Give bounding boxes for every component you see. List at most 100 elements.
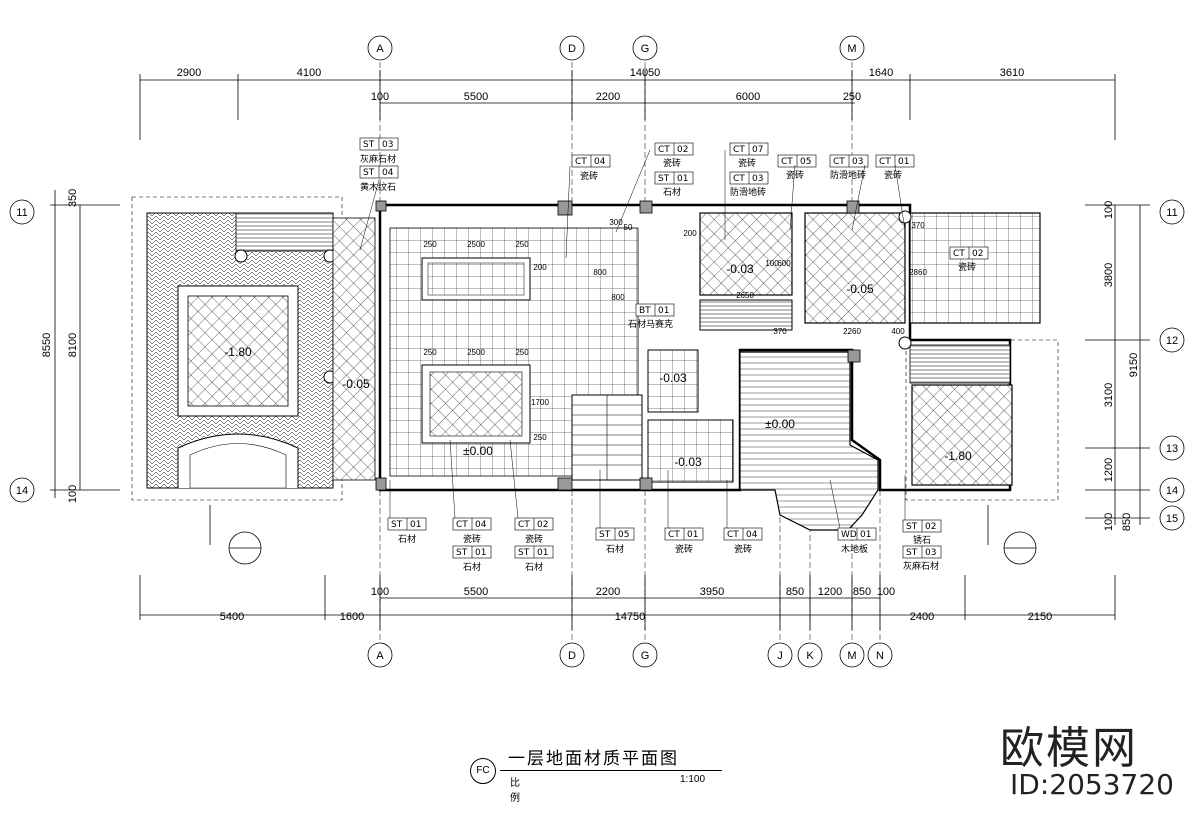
grid-bottom-6: N [876,650,884,662]
tag-top-11-code: BT [639,306,651,316]
tag-bottom-6-num: 01 [687,530,698,540]
bath-room-1 [699,212,793,296]
tag-top-0-num: 03 [382,140,393,150]
tag-top-5-num: 07 [752,145,763,155]
tag-top-2-text: 瓷砖 [580,170,598,182]
inner-dimension-texts: 250 2500 250 800 800 250 2500 250 200 17… [423,218,927,442]
tag-bottom-8-text: 木地板 [841,543,868,555]
wood-floor-room [739,351,879,531]
leader-lines [359,149,906,529]
tag-top-6-num: 03 [752,174,763,184]
inner-dim-7: 250 [515,348,529,357]
grid-left-1: 14 [16,485,28,497]
tag-top-9-code: CT [879,157,891,167]
wc-room [647,349,699,413]
tag-top-4-text: 石材 [663,186,681,198]
tag-bottom-3-num: 02 [537,520,548,530]
tag-top-7-code: CT [781,157,793,167]
dim-bottom-inner-0: 100 [371,586,389,598]
tag-top-8-code: CT [833,157,845,167]
grid-bubbles [9,35,1185,668]
tag-bottom-8-code: WD [841,530,857,540]
inner-dim-2: 250 [515,240,529,249]
left-dimension-lines [50,190,120,498]
grid-right-4: 15 [1166,513,1178,525]
dim-right-0: 100 [1103,201,1115,219]
tag-bottom-9-num: 02 [925,522,936,532]
tag-top-4-num: 01 [677,174,688,184]
grid-bottom-2: G [641,650,650,662]
tag-top-2-code: CT [575,157,587,167]
dim-left-3: 100 [67,485,79,503]
tag-top-9-num: 01 [898,157,909,167]
top-dimension-lines [139,70,1116,140]
floor-level-marks: -1.80 -0.05 ±0.00 -0.03 -0.05 -0.03 -0.0… [224,262,972,469]
tag-bottom-10-code: ST [906,548,918,558]
inner-dim-11: 2650 [736,291,754,300]
level-8: -1.80 [944,449,972,463]
top-dimension-texts: 2900 4100 14050 1640 3610 100 5500 2200 … [177,67,1024,103]
dim-bottom-inner-1: 5500 [464,586,488,598]
dim-left-2: 8100 [67,333,79,357]
inner-dim-6: 2500 [467,348,485,357]
dim-top-inner-3: 6000 [736,91,760,103]
tag-top-5-code: CT [733,145,745,155]
tag-top-8-num: 03 [852,157,863,167]
level-2: ±0.00 [463,444,493,458]
dim-bottom-inner-6: 850 [853,586,871,598]
grid-bottom-1: D [568,650,576,662]
corridor-strip [332,217,376,481]
inner-dim-20: 300 [609,218,623,227]
tag-bottom-5-code: ST [599,530,611,540]
bottom-dimension-texts: 100 5500 2200 3950 850 1200 850 100 5400… [220,586,1052,623]
tag-top-9-text: 瓷砖 [884,169,902,181]
dim-bottom-inner-4: 850 [786,586,804,598]
dim-top-outer-4: 3610 [1000,67,1024,79]
tag-top-7-num: 05 [800,157,811,167]
dim-top-inner-2: 2200 [596,91,620,103]
title-underline [500,770,722,771]
dim-top-inner-1: 5500 [464,91,488,103]
drawing-symbol: FC [470,758,496,784]
dim-left-0: 350 [67,189,79,207]
drawing-title: 一层地面材质平面图 [508,749,679,769]
tag-top-10-num: 02 [972,249,983,259]
tag-bottom-6-text: 瓷砖 [675,543,693,555]
dim-right-4: 1200 [1103,458,1115,482]
tag-top-1-num: 04 [382,168,394,178]
dim-right-1: 3800 [1103,263,1115,287]
tag-bottom-4-num: 01 [537,548,548,558]
tag-bottom-0-code: ST [391,520,403,530]
tag-bottom-3-code: CT [518,520,530,530]
tag-top-8-text: 防滑地砖 [830,169,866,181]
dim-bottom-outer-0: 5400 [220,611,244,623]
inner-dim-1: 2500 [467,240,485,249]
inner-dim-12: 2260 [843,327,861,336]
grid-bottom-5: M [847,650,856,662]
tag-top-10-text: 瓷砖 [958,261,976,273]
right-balcony [909,212,1041,324]
section-marker-right [987,505,1037,565]
left-terrace [131,196,343,501]
dim-right-5: 100 [1103,513,1115,531]
right-dimension-texts: 100 3800 9150 3100 1200 100 850 [1103,201,1140,531]
dim-bottom-outer-4: 2150 [1028,611,1052,623]
tag-bottom-2-text: 石材 [463,561,481,573]
tag-top-4-code: ST [658,174,670,184]
grid-bottom-4: K [806,650,814,662]
tag-bottom-1-code: CT [456,520,468,530]
inner-dim-17: 600 [777,259,791,268]
tag-top-3-num: 02 [677,145,688,155]
dim-top-inner-4: 250 [843,91,861,103]
wc-room-2 [647,419,734,483]
inner-dim-14: 370 [911,221,925,230]
bath-room-2 [804,212,906,324]
dim-right-2: 9150 [1128,353,1140,377]
tag-top-0-code: ST [363,140,375,150]
grid-top-0: A [376,43,384,55]
tag-bottom-3-text: 瓷砖 [525,533,543,545]
grid-right-3: 14 [1166,485,1178,497]
tag-bottom-10-text: 灰麻石材 [903,560,939,572]
inner-dim-5: 250 [423,348,437,357]
